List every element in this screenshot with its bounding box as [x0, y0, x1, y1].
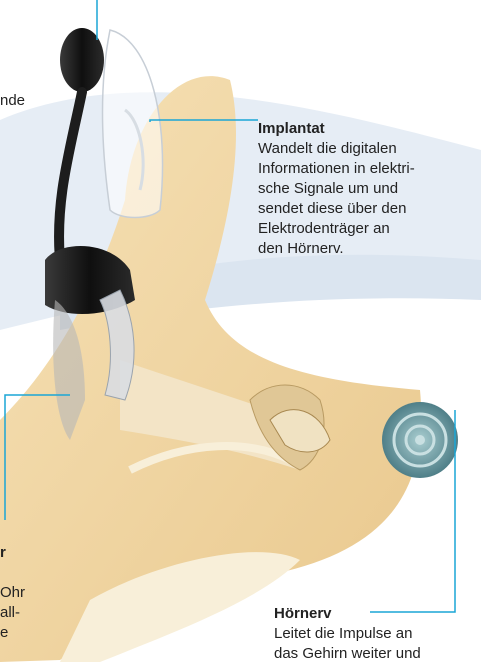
- implant: [103, 30, 163, 218]
- label-fragment-top: nde: [0, 92, 25, 109]
- label-hoernerv-body: Leitet die Impulse an das Gehirn weiter …: [274, 624, 474, 664]
- label-fragment-bottom-body: Ohr all- e: [0, 584, 25, 641]
- label-hoernerv: Hörnerv Leitet die Impulse an das Gehirn…: [274, 604, 474, 664]
- label-implantat-title: Implantat: [258, 119, 468, 139]
- label-implantat: Implantat Wandelt die digitalen Informat…: [258, 119, 468, 259]
- label-hoernerv-title: Hörnerv: [274, 604, 474, 624]
- label-implantat-body: Wandelt die digitalen Informationen in e…: [258, 139, 468, 259]
- label-fragment-bottom-title: r: [0, 543, 80, 563]
- label-fragment-bottom: r Ohr all- e: [0, 523, 80, 643]
